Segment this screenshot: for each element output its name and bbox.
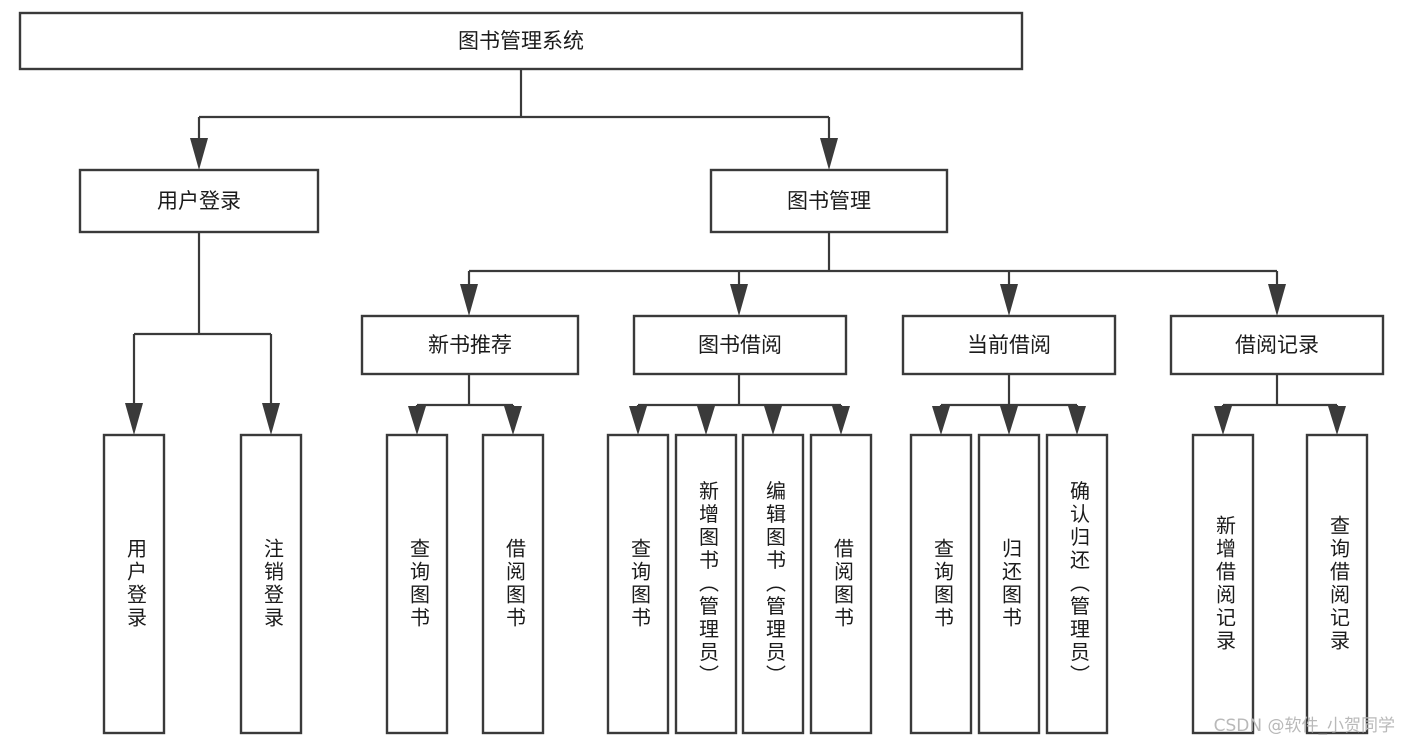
node-user-login[interactable]: 用户登录 [78,168,320,234]
connector-layer [125,69,1346,435]
leaf-edit-book-admin[interactable]: 编辑图书（管理员） [741,433,805,735]
leaf-return-book[interactable]: 归还图书 [977,433,1041,735]
leaf-label-confirm-return-admin: 确认归还（管理员） [1067,480,1091,687]
arrow-to-leaf-borrow-book-b [832,406,850,435]
arrow-to-book-manage [820,138,838,170]
leaf-logout-login[interactable]: 注销登录 [239,433,303,735]
leaf-label-borrow-book-recommend: 借阅图书 [503,538,527,630]
leaf-query-book-current[interactable]: 查询图书 [909,433,973,735]
leaf-label-add-book-admin: 新增图书（管理员） [696,480,720,687]
arrow-to-leaf-query-book-b [629,406,647,435]
leaf-query-book-recommend[interactable]: 查询图书 [385,433,449,735]
node-new-book-recommend[interactable]: 新书推荐 [360,314,580,376]
leaf-query-book-borrow[interactable]: 查询图书 [606,433,670,735]
node-borrow-record[interactable]: 借阅记录 [1169,314,1385,376]
arrow-to-book-borrow [730,284,748,316]
arrow-to-leaf-add-record [1214,406,1232,435]
leaf-label-query-book-recommend: 查询图书 [407,538,431,630]
leaf-confirm-return-admin[interactable]: 确认归还（管理员） [1045,433,1109,735]
csdn-watermark: CSDN @软件_小贺同学 [1214,716,1395,736]
leaf-label-logout-login: 注销登录 [261,538,285,630]
arrow-to-user-login [190,138,208,170]
node-current-borrow[interactable]: 当前借阅 [901,314,1117,376]
arrow-to-current-borrow [1000,284,1018,316]
arrow-to-leaf-borrow-book-a [504,406,522,435]
leaf-label-query-borrow-record: 查询借阅记录 [1327,515,1351,653]
arrow-to-leaf-query-record [1328,406,1346,435]
arrow-to-leaf-logout-login [262,403,280,435]
leaf-label-borrow-book-borrow: 借阅图书 [831,538,855,630]
leaf-borrow-book-recommend[interactable]: 借阅图书 [481,433,545,735]
node-label-borrow-record: 借阅记录 [1235,333,1319,357]
arrow-to-borrow-record [1268,284,1286,316]
leaf-add-book-admin[interactable]: 新增图书（管理员） [674,433,738,735]
arrow-to-leaf-user-login [125,403,143,435]
arrow-to-leaf-query-book-c [932,406,950,435]
node-label-new-book-recommend: 新书推荐 [428,333,512,357]
node-book-borrow[interactable]: 图书借阅 [632,314,848,376]
leaf-label-edit-book-admin: 编辑图书（管理员） [763,480,787,687]
leaf-borrow-book-borrow[interactable]: 借阅图书 [809,433,873,735]
node-label-user-login: 用户登录 [157,189,241,213]
node-label-book-manage: 图书管理 [787,189,871,213]
node-label-current-borrow: 当前借阅 [967,333,1051,357]
leaf-label-user-login: 用户登录 [124,538,148,630]
arrow-to-leaf-add-book [697,406,715,435]
arrow-to-leaf-edit-book [764,406,782,435]
node-label-book-borrow: 图书借阅 [698,333,782,357]
arrow-to-leaf-return-book [1000,406,1018,435]
leaf-label-query-book-borrow: 查询图书 [628,538,652,630]
arrow-to-leaf-confirm-return [1068,406,1086,435]
leaf-query-borrow-record[interactable]: 查询借阅记录 [1305,433,1369,735]
arrow-to-new-book-recommend [460,284,478,316]
node-root-system[interactable]: 图书管理系统 [18,11,1024,71]
leaf-add-borrow-record[interactable]: 新增借阅记录 [1191,433,1255,735]
leaf-user-login[interactable]: 用户登录 [102,433,166,735]
leaf-label-query-book-current: 查询图书 [931,538,955,630]
leaf-label-add-borrow-record: 新增借阅记录 [1213,515,1237,653]
node-book-manage[interactable]: 图书管理 [709,168,949,234]
node-label-root: 图书管理系统 [458,29,584,53]
arrow-to-leaf-query-book-a [408,406,426,435]
leaf-label-return-book: 归还图书 [999,538,1023,630]
